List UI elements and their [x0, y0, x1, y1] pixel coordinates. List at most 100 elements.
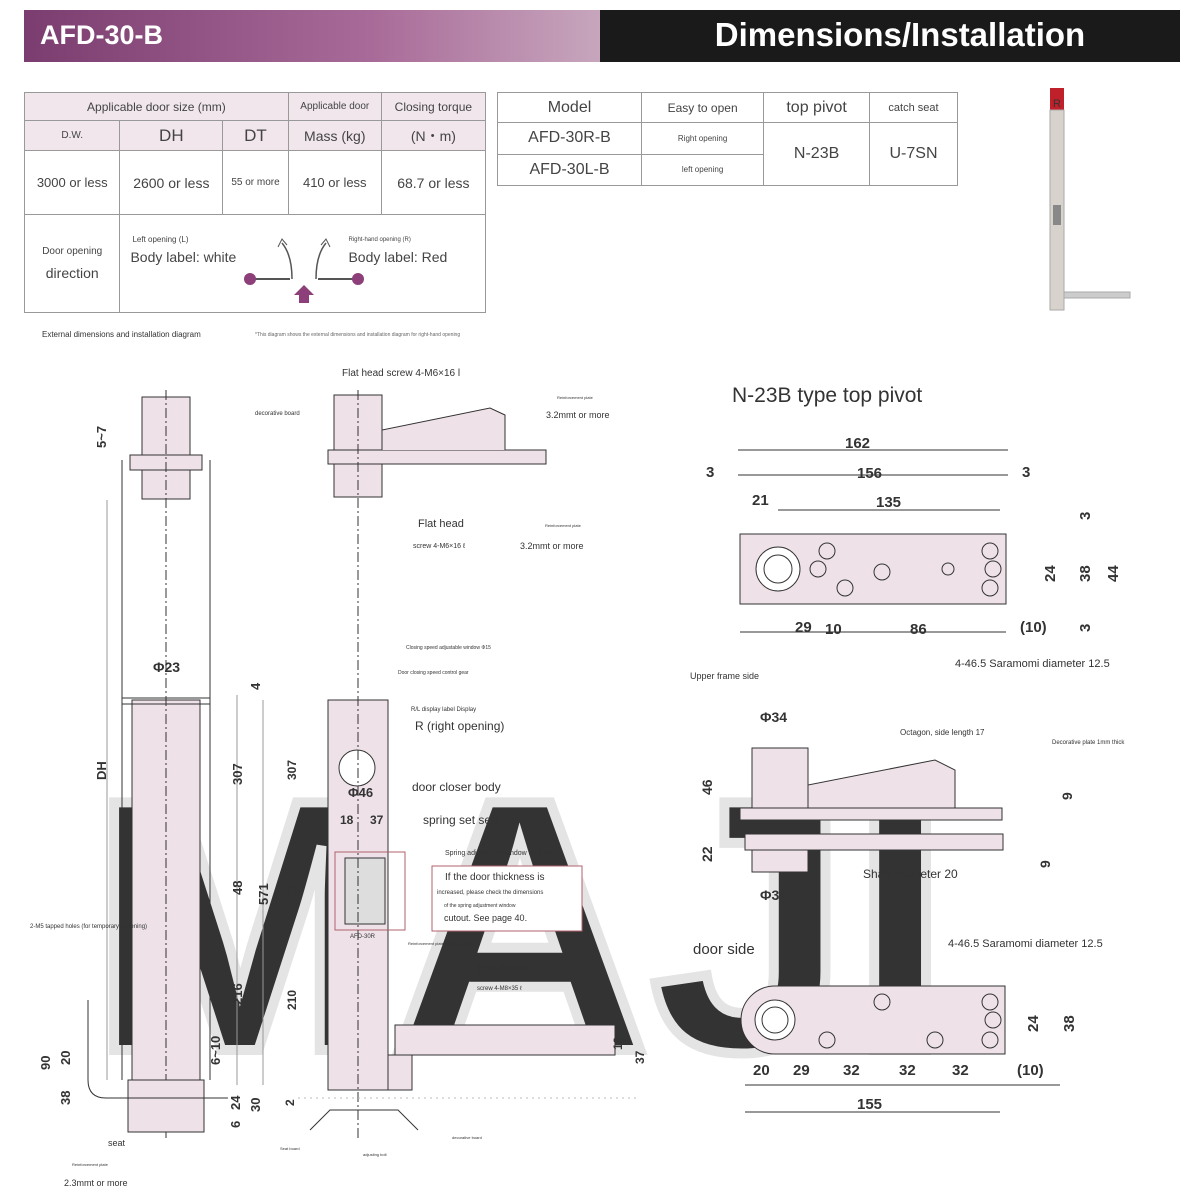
- label: Flat head screw 4-M6×16 l: [342, 368, 460, 379]
- dim: Φ34: [760, 887, 787, 903]
- label: screw 4-M8×35 ℓ: [477, 985, 522, 992]
- pivot-side-view: [739, 747, 1004, 873]
- warning-text: cutout. See page 40.: [444, 913, 527, 923]
- dim: 3: [1077, 624, 1094, 632]
- label: Reinforcement plate: [557, 395, 594, 400]
- label: screw 4-M6×16 ℓ: [413, 543, 466, 550]
- open-header: Easy to open: [640, 92, 765, 123]
- dim: 307: [285, 760, 299, 780]
- dim: 4: [248, 682, 263, 690]
- page-title: Dimensions/Installation: [600, 10, 1180, 62]
- octagon-label: Octagon, side length 17: [900, 728, 985, 737]
- dim: 38: [1077, 565, 1094, 582]
- dim: Φ46: [348, 785, 373, 800]
- dim: 18: [340, 813, 354, 827]
- warning-text: increased, please check the dimensions: [437, 890, 543, 896]
- group-header: Applicable door size (mm): [24, 92, 289, 121]
- label: seat: [108, 1138, 126, 1148]
- door-side-title: door side: [693, 941, 755, 958]
- dh-header: DH: [119, 120, 224, 151]
- dim: 90: [38, 1056, 53, 1070]
- torque-unit: (N・m): [380, 120, 487, 151]
- dw-value: 3000 or less: [23, 150, 121, 215]
- dt-header: DT: [222, 120, 289, 151]
- dim: 24: [228, 1095, 243, 1110]
- shaft-label: Shaft diameter 20: [863, 867, 958, 881]
- dim: 29: [795, 619, 812, 636]
- dim: 9: [1059, 792, 1075, 800]
- product-label: R: [1053, 98, 1061, 110]
- external-caption: External dimensions and installation dia…: [42, 330, 201, 339]
- warning-text: of the spring adjustment window: [444, 903, 516, 909]
- label: decorative board: [255, 411, 300, 417]
- label: R (right opening): [415, 719, 504, 733]
- dw-header: D.W.: [23, 120, 121, 151]
- dim: 19: [611, 1036, 625, 1050]
- dim: 155: [857, 1096, 882, 1113]
- dim: 9: [1037, 860, 1053, 868]
- dim: 37: [370, 813, 384, 827]
- mass-unit: Mass (kg): [287, 120, 382, 151]
- dim: 307: [230, 763, 245, 785]
- dim: 20: [58, 1051, 73, 1065]
- left-small: Left opening (L): [132, 235, 189, 244]
- label: Reinforcement plate 3.2mmt or more: [408, 941, 474, 946]
- door-side-plan: [740, 985, 1060, 1113]
- torque-value: 68.7 or less: [380, 150, 487, 215]
- dim: 24: [1042, 565, 1059, 582]
- label: adjusting bolt: [363, 1152, 387, 1157]
- dim: (10): [1020, 619, 1047, 636]
- holes-label: 4-46.5 Saramomi diameter 12.5: [955, 658, 1110, 670]
- dim: 216: [230, 983, 245, 1005]
- label: Reinforcement plate: [72, 1162, 109, 1167]
- pivot-value: N-23B: [763, 122, 870, 186]
- direction-label-1: Door opening: [42, 246, 103, 257]
- upper-frame-label: Upper frame side: [690, 671, 759, 681]
- label: Flat head: [477, 961, 527, 975]
- label: 3.2mmt or more: [546, 410, 610, 420]
- dim: Φ23: [153, 659, 180, 675]
- dim: 3: [1022, 464, 1030, 481]
- dim: 6: [228, 1121, 243, 1128]
- model-header-cell: Model: [497, 92, 642, 123]
- top-pivot-dims: 162 3 156 3 21 135 3 24 38 44 3 29 10 86…: [706, 435, 1122, 638]
- dim: 32: [843, 1062, 860, 1079]
- model-row-r: AFD-30R-B: [497, 122, 642, 155]
- dim: 29: [793, 1062, 810, 1079]
- label: R/L display label Display: [411, 707, 476, 713]
- dim: 24: [1025, 1015, 1042, 1032]
- dim: 37: [633, 1050, 647, 1064]
- label: door closer body: [412, 780, 501, 794]
- dim: 32: [952, 1062, 969, 1079]
- label: Door closing speed control gear: [398, 670, 469, 676]
- dim: 38: [58, 1091, 73, 1105]
- opening-direction-icon: [244, 238, 365, 303]
- label: 2-M5 tapped holes (for temporary fasteni…: [30, 924, 147, 930]
- label: Spring adjustment window 55 x 55: [445, 850, 552, 857]
- dim: 210: [285, 990, 299, 1010]
- dim: 32: [899, 1062, 916, 1079]
- door-side-dims: 20 29 32 32 32 (10) 155 24 38: [753, 1015, 1078, 1113]
- dh-value: 2600 or less: [119, 150, 224, 215]
- open-l: left opening: [640, 153, 765, 186]
- dim: 6~10: [208, 1036, 223, 1065]
- spec-table: Applicable door size (mm)Applicable door…: [23, 92, 487, 313]
- model-row-l: AFD-30L-B: [497, 153, 642, 186]
- dim: 10: [825, 621, 842, 638]
- right-small: Right-hand opening (R): [348, 237, 411, 243]
- dh-dim: DH: [94, 761, 109, 780]
- dim: 30: [248, 1098, 263, 1112]
- dim: 22: [699, 846, 715, 862]
- label: 3.2mmt or more: [520, 541, 584, 551]
- side-dims: Φ34 46 22 9 9 Φ34: [699, 709, 1075, 903]
- dim: 55: [285, 884, 299, 898]
- label: 2.3mmt or more: [64, 1178, 128, 1188]
- seat-value: U-7SN: [868, 122, 959, 186]
- product-photo: R: [1049, 88, 1131, 311]
- label: Closing speed adjustable window Φ15: [406, 645, 491, 651]
- dim: 135: [876, 494, 901, 511]
- door-side-holes: 4-46.5 Saramomi diameter 12.5: [948, 938, 1103, 950]
- warning-box: [431, 865, 583, 932]
